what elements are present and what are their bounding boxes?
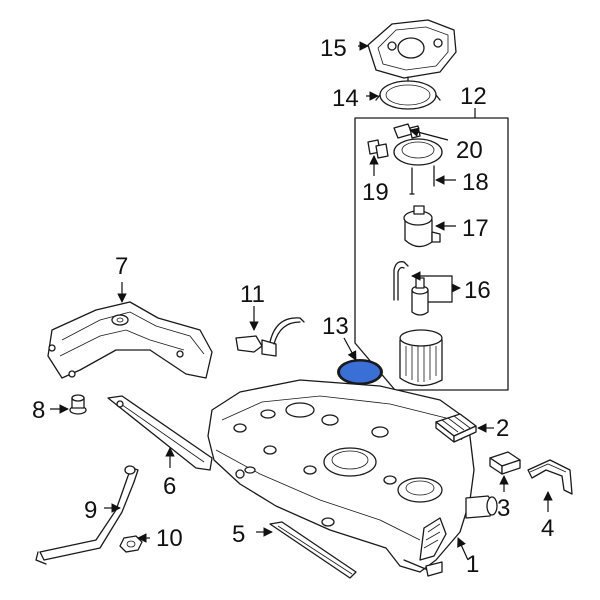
callout-17: 17 <box>462 215 489 242</box>
part-6-strap[interactable] <box>107 395 213 471</box>
part-5-lower-strap[interactable] <box>269 521 357 579</box>
part-4-cover[interactable] <box>527 459 573 495</box>
callout-3: 3 <box>497 495 510 522</box>
part-17-fuel-pump[interactable] <box>403 205 441 248</box>
callout-2: 2 <box>496 415 509 442</box>
callout-16: 16 <box>464 277 491 304</box>
callout-10: 10 <box>156 525 183 552</box>
part-3-block-pad[interactable] <box>489 451 521 475</box>
part-18-guide-rods[interactable] <box>409 165 435 195</box>
callout-6: 6 <box>163 473 176 500</box>
part-15-cover-plate[interactable] <box>367 19 457 79</box>
callout-12: 12 <box>460 83 487 110</box>
part-8-bolt[interactable] <box>69 394 87 415</box>
part-20-pump-flange[interactable] <box>393 123 443 166</box>
callout-labels: 15 14 12 20 19 18 17 16 13 7 11 8 6 9 10… <box>32 35 554 578</box>
leader-lines <box>50 41 553 561</box>
part-12-pump-assembly-box <box>354 117 509 391</box>
callout-18: 18 <box>462 169 489 196</box>
callout-8: 8 <box>32 397 45 424</box>
callout-11: 11 <box>240 281 265 308</box>
part-16-hose-and-filter[interactable] <box>393 261 429 316</box>
part-14-lock-ring[interactable] <box>375 76 441 110</box>
part-1-fuel-tank[interactable] <box>207 379 498 577</box>
part-11-sensor[interactable] <box>235 317 305 357</box>
part-2-pad[interactable] <box>435 413 477 443</box>
part-7-heat-shield[interactable] <box>47 301 213 379</box>
callout-20: 20 <box>456 137 483 164</box>
callout-7: 7 <box>115 253 128 280</box>
part-13-seal-highlighted[interactable] <box>337 359 383 385</box>
callout-19: 19 <box>362 179 389 206</box>
part-9-tank-strap[interactable] <box>35 465 139 565</box>
callout-13: 13 <box>322 313 349 340</box>
callout-5: 5 <box>232 521 245 548</box>
callout-1: 1 <box>466 551 479 578</box>
callout-4: 4 <box>541 515 554 542</box>
callout-15: 15 <box>320 35 347 62</box>
part-19-sender-unit[interactable] <box>367 139 389 159</box>
callout-9: 9 <box>84 497 97 524</box>
part-10-nut[interactable] <box>119 535 143 553</box>
callout-14: 14 <box>332 85 359 112</box>
pump-reservoir <box>399 329 443 387</box>
